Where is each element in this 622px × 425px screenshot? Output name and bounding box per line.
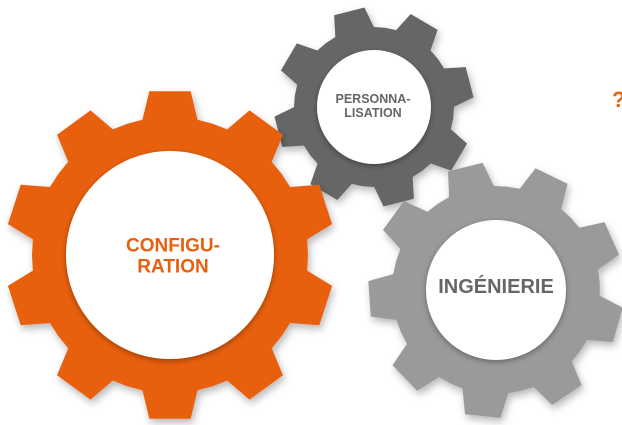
ingenierie-label: INGÉNIERIE <box>438 276 554 298</box>
gear-dark-center <box>317 50 431 164</box>
configuration-label: CONFIGU- RATION <box>126 236 220 279</box>
personnalisation-gear <box>274 7 474 207</box>
personnalisation-label-line2: LISATION <box>344 106 402 120</box>
ingenierie-label-line1: INGÉNIERIE <box>438 275 554 298</box>
configuration-label-line2: RATION <box>137 257 209 278</box>
gear-light-center <box>426 220 566 360</box>
configuration-gear <box>7 91 333 419</box>
gear-orange-center <box>66 151 274 359</box>
ingenierie-gear <box>368 162 622 418</box>
personnalisation-label: PERSONNA- LISATION <box>335 92 410 120</box>
configuration-label-line1: CONFIGU- <box>126 235 220 257</box>
personnalisation-label-line1: PERSONNA- <box>335 92 411 106</box>
question-mark: ? <box>612 89 622 111</box>
